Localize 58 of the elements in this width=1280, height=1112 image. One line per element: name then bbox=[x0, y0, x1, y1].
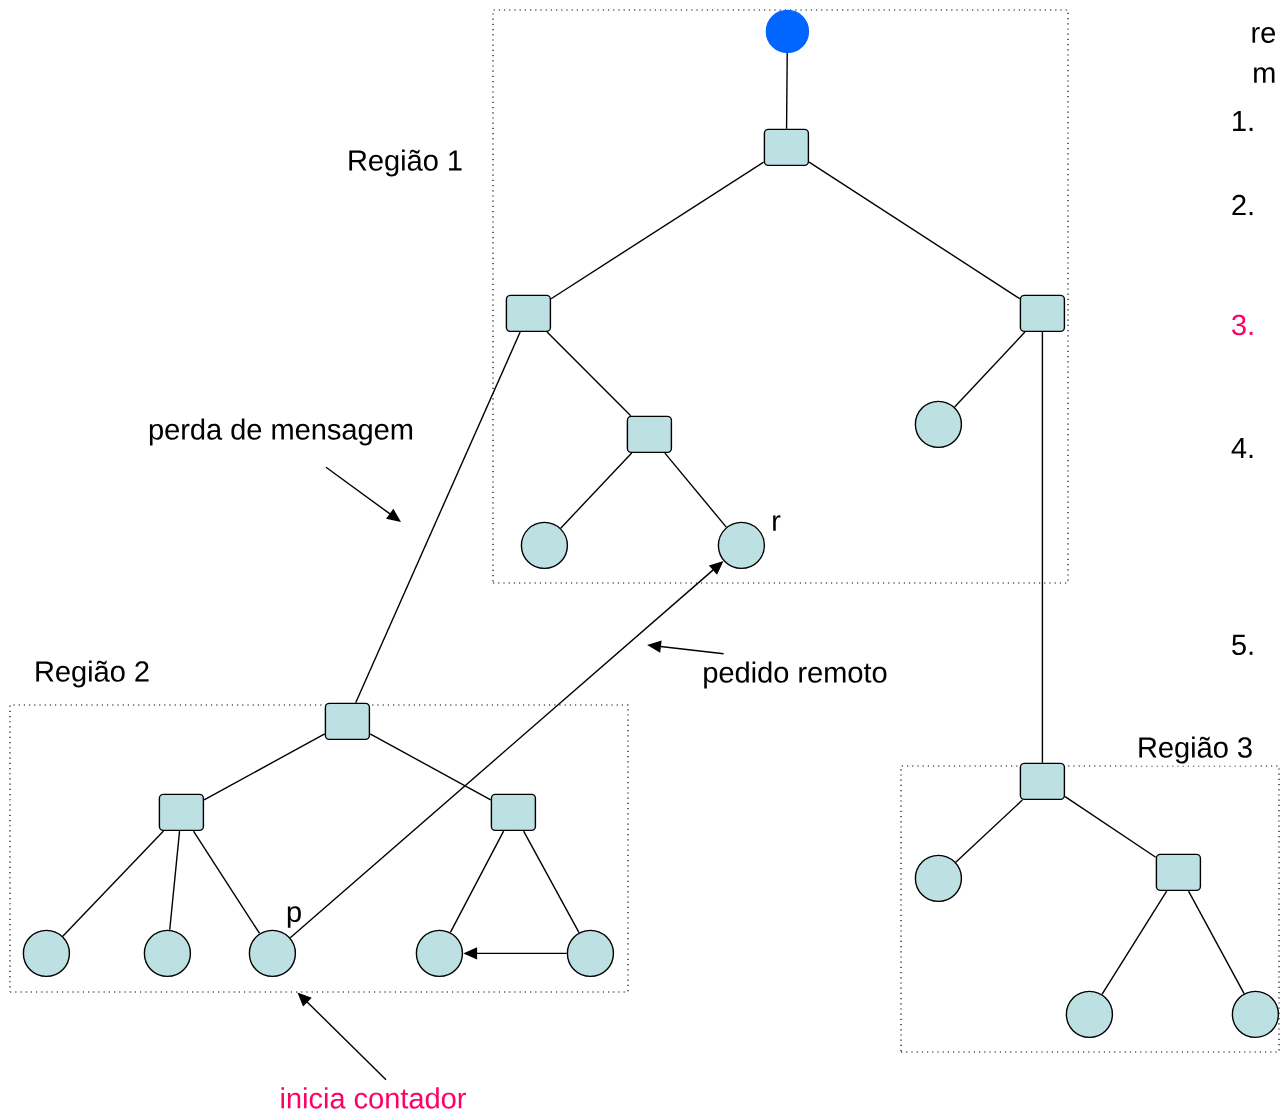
tree-edge bbox=[62, 830, 165, 937]
leaf-node bbox=[1231, 990, 1280, 1039]
tree-edge bbox=[1041, 331, 1044, 764]
tree-edge bbox=[785, 52, 788, 130]
leaf-node bbox=[914, 854, 963, 903]
leader-arrow bbox=[325, 466, 401, 522]
list-text: 2. bbox=[1232, 194, 1253, 216]
internal-node bbox=[490, 793, 537, 832]
leaf-node bbox=[143, 929, 192, 978]
leaf-node bbox=[566, 929, 615, 978]
leaf-node bbox=[914, 400, 963, 449]
list-text: 5. bbox=[1232, 634, 1253, 656]
tree-edge bbox=[192, 830, 261, 935]
internal-node bbox=[324, 702, 371, 741]
tree-edge bbox=[1101, 890, 1168, 995]
internal-node bbox=[505, 294, 552, 333]
node-label: Região 2 bbox=[36, 660, 149, 688]
tree-edge bbox=[550, 161, 765, 300]
internal-node bbox=[1019, 762, 1066, 801]
tree-edge bbox=[808, 161, 1021, 300]
leaf-node bbox=[22, 929, 71, 978]
tree-edge bbox=[546, 331, 632, 417]
list-text: 4. bbox=[1231, 438, 1253, 458]
leaf-node bbox=[717, 521, 766, 570]
annotation-text: pedido remoto bbox=[704, 661, 887, 689]
leaf-node bbox=[415, 929, 464, 978]
tree-edge bbox=[355, 331, 521, 704]
tree-edge bbox=[522, 830, 580, 934]
internal-node bbox=[763, 128, 810, 167]
list-text: 1. bbox=[1233, 111, 1253, 131]
node-label: p bbox=[287, 906, 301, 928]
leaf-node bbox=[248, 929, 297, 978]
tree-edge bbox=[560, 452, 633, 529]
annotation-text: perda de mensagem bbox=[149, 418, 413, 446]
node-label: r bbox=[773, 515, 781, 531]
root-node bbox=[765, 9, 810, 54]
tree-edge bbox=[664, 452, 727, 528]
tree-edge bbox=[169, 830, 181, 931]
tree-edge bbox=[369, 733, 492, 801]
leaf-node bbox=[520, 521, 569, 570]
list-text: re bbox=[1252, 27, 1275, 43]
tree-edge bbox=[1187, 890, 1245, 995]
tree-edge bbox=[449, 830, 505, 934]
node-label: Região 3 bbox=[1139, 736, 1252, 764]
leaf-node bbox=[1065, 990, 1114, 1039]
tree-edge bbox=[955, 799, 1024, 863]
list-text: 3. bbox=[1232, 314, 1253, 336]
tree-edge bbox=[203, 733, 326, 801]
node-label: Região 1 bbox=[349, 149, 462, 177]
internal-node bbox=[1155, 853, 1202, 892]
internal-node bbox=[158, 793, 205, 832]
internal-node bbox=[626, 415, 673, 454]
tree-edge bbox=[1064, 795, 1157, 858]
annotation-text: inicia contador bbox=[281, 1087, 466, 1109]
list-text: m bbox=[1254, 67, 1275, 83]
leader-arrow bbox=[297, 992, 387, 1081]
internal-node bbox=[1019, 294, 1066, 333]
tree-edge bbox=[953, 331, 1026, 408]
